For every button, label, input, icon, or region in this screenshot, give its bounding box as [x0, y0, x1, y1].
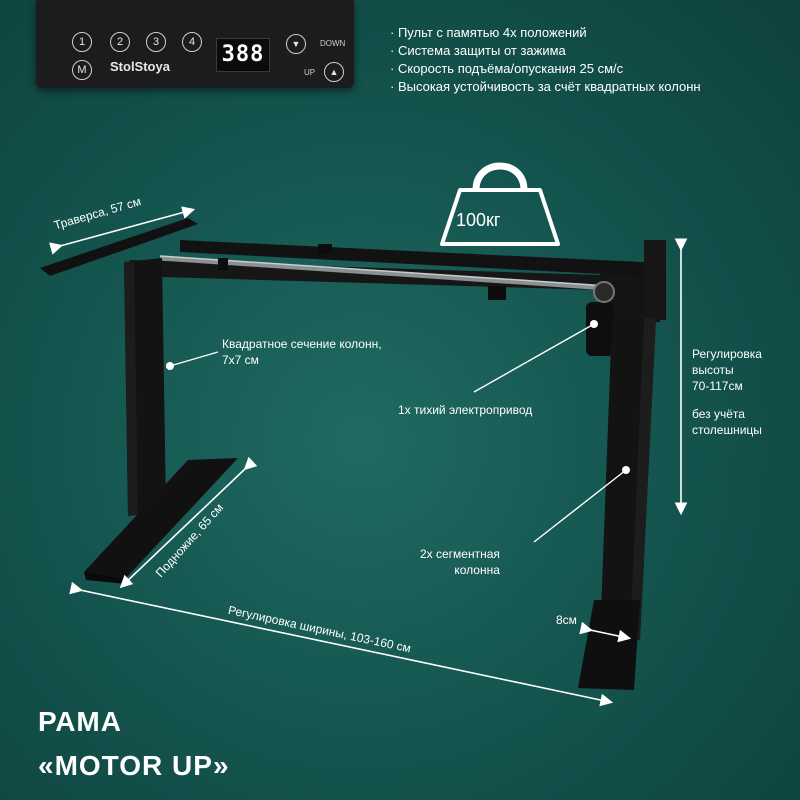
right-foot [578, 600, 640, 690]
weight-icon [440, 162, 560, 246]
crossbar-bracket-2 [488, 286, 506, 300]
segment-column-label: 2х сегментная колонна [420, 547, 500, 577]
crossbar-bracket-3 [218, 258, 228, 270]
memory-button-1[interactable]: 1 [72, 32, 92, 52]
right-column-top [644, 240, 666, 320]
column-section-label: Квадратное сечение колонн, 7х7 см [222, 337, 382, 367]
segment-leader [533, 466, 630, 543]
feature-item: · Высокая устойчивость за счёт квадратны… [390, 79, 701, 94]
product-title: РАМА «MOTOR UP» [38, 706, 230, 781]
height-label: Регулировка высоты 70-117см без учёта ст… [692, 347, 762, 437]
crossbar-upper [180, 240, 640, 276]
weight-capacity-label: 100кг [456, 210, 501, 230]
memory-button-3[interactable]: 3 [146, 32, 166, 52]
panel-brand: StolStoya [110, 59, 170, 74]
motor-label: 1х тихий электропривод [398, 403, 533, 417]
down-button[interactable]: ▼ [286, 34, 306, 54]
memory-set-button[interactable]: M [72, 60, 92, 80]
height-display: 388 [216, 38, 270, 72]
up-label: UP [304, 68, 316, 77]
hex-drive-shaft [159, 255, 609, 291]
triangle-down-icon: ▼ [291, 39, 301, 49]
motor-gear [593, 281, 615, 303]
down-label: DOWN [320, 39, 346, 48]
column-section-leader [166, 351, 219, 370]
triangle-up-icon: ▲ [329, 67, 339, 77]
feature-list: · Пульт с памятью 4х положений · Система… [390, 24, 701, 96]
crossbar-bracket-1 [318, 244, 332, 254]
control-panel: 1 2 3 4 M StolStoya 388 ▼ DOWN UP ▲ [36, 0, 354, 88]
width-dimension-arrow [69, 581, 614, 707]
up-button[interactable]: ▲ [324, 62, 344, 82]
foot-dimension-arrow [119, 456, 258, 589]
traverse-dimension-arrow [49, 206, 196, 255]
motor-body [586, 302, 614, 356]
feature-item: · Пульт с памятью 4х положений [390, 25, 587, 40]
motor-leader [473, 320, 598, 393]
memory-button-2[interactable]: 2 [110, 32, 130, 52]
leg-width-arrow [579, 621, 632, 643]
leg-width-label: 8см [556, 613, 577, 627]
feature-item: · Скорость подъёма/опускания 25 см/с [390, 61, 624, 76]
memory-button-4[interactable]: 4 [182, 32, 202, 52]
feature-item: · Система защиты от зажима [390, 43, 566, 58]
crossbar-lower [130, 260, 600, 290]
